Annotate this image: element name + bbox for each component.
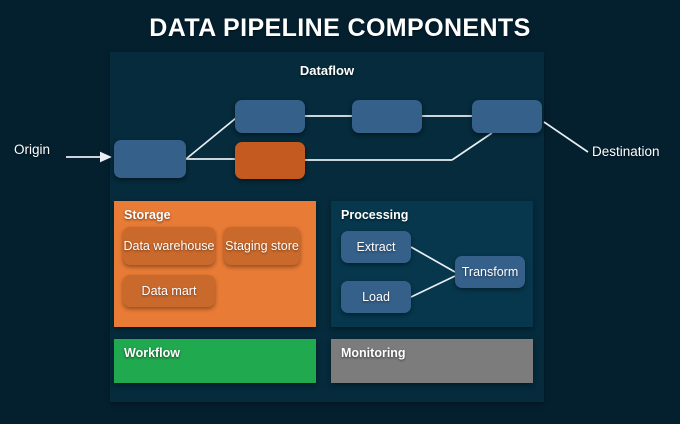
origin-label: Origin [14,142,51,157]
processing-item-load[interactable]: Load [341,281,411,313]
connector-extract-to-transform [410,246,456,273]
connector-load-to-transform [410,275,456,298]
dataflow-node-process[interactable] [352,100,422,133]
storage-item-data-mart[interactable]: Data mart [123,275,215,307]
dataflow-node-stage[interactable] [235,142,305,179]
dataflow-node-sink[interactable] [472,100,542,133]
monitoring-group[interactable]: Monitoring [331,339,533,383]
page-title: DATA PIPELINE COMPONENTS [149,14,531,42]
processing-item-transform[interactable]: Transform [455,256,525,288]
destination-label: Destination [592,144,660,159]
processing-group-title: Processing [341,208,409,222]
monitoring-group-title: Monitoring [341,346,406,360]
storage-item-data-warehouse[interactable]: Data warehouse [123,227,215,265]
dataflow-node-ingest[interactable] [235,100,305,133]
storage-group-title: Storage [124,208,171,222]
dataflow-section-label: Dataflow [299,63,355,78]
storage-item-staging-store[interactable]: Staging store [224,227,300,265]
storage-group[interactable]: Storage Data warehouse Staging store Dat… [114,201,316,327]
processing-item-extract[interactable]: Extract [341,231,411,263]
processing-group[interactable]: Processing Extract Load Transform [331,201,533,327]
workflow-group-title: Workflow [124,346,181,360]
workflow-group[interactable]: Workflow [114,339,316,383]
connector-sink-to-destination [543,121,589,153]
dataflow-node-origin[interactable] [114,140,186,178]
